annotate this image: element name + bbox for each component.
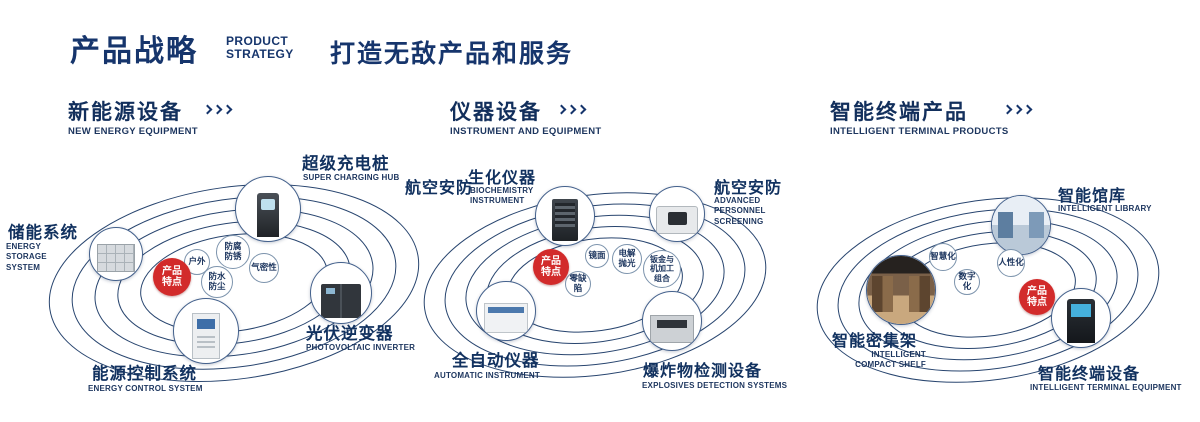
section-title-instruments: 仪器设备: [450, 101, 542, 124]
library-room-icon: [992, 196, 1050, 254]
screening-machine-icon: [656, 206, 698, 234]
product-features-badge: 产品特点: [1019, 279, 1055, 315]
feature-bubble-zero-defect: 零缺陷: [565, 271, 591, 297]
feature-bubble-electropolish: 电解抛光: [612, 244, 642, 274]
feature-bubble-anticorrosion: 防腐防锈: [216, 235, 250, 269]
product-label-compact-shelf: 智能密集架: [832, 333, 918, 350]
page-title: 产品战略: [70, 35, 198, 68]
product-image-personnel-screening: [649, 186, 705, 242]
product-sublabel-energy-storage: ENERGY STORAGE SYSTEM: [6, 242, 47, 272]
product-image-terminal-equipment: [1051, 288, 1111, 348]
feature-bubble-mirror: 镜面: [585, 244, 609, 268]
product-image-explosives-detection: [642, 291, 702, 351]
label-aviation-security-left: 航空安防: [405, 180, 474, 197]
product-label-automatic-instrument: 全自动仪器: [452, 352, 540, 370]
product-features-badge: 产品特点: [533, 249, 569, 285]
product-sublabel-energy-control: ENERGY CONTROL SYSTEM: [88, 384, 203, 393]
product-sublabel-pv-inverter: PHOTOVOLTAIC INVERTER: [306, 343, 416, 352]
product-sublabel-compact-shelf: INTELLIGENT COMPACT SHELF: [855, 350, 926, 370]
product-label-pv-inverter: 光伏逆变器: [306, 325, 394, 343]
product-label-super-charging-hub: 超级充电桩: [302, 155, 390, 173]
feature-bubble-waterproof: 防水防尘: [201, 266, 233, 298]
product-sublabel-automatic-instrument: AUTOMATIC INSTRUMENT: [434, 371, 540, 380]
product-image-automatic-instrument: [476, 281, 536, 341]
control-cabinet-icon: [192, 313, 220, 359]
product-label-intelligent-library: 智能馆库: [1058, 188, 1127, 205]
section-subtitle-new-energy: NEW ENERGY EQUIPMENT: [68, 126, 198, 137]
product-sublabel-super-charging-hub: SUPER CHARGING HUB: [303, 173, 400, 182]
section-title-intelligent-terminal: 智能终端产品: [830, 101, 968, 124]
feature-bubble-sheetmetal: 钣金与机加工组合: [643, 250, 681, 288]
instrument-rack-icon: [552, 199, 578, 241]
product-label-energy-storage: 储能系统: [8, 224, 78, 242]
product-image-super-charging-hub: [235, 176, 301, 242]
inverter-icon: [321, 284, 361, 318]
page-title-en-line2: STRATEGY: [226, 47, 294, 62]
product-sublabel-personnel-screening: ADVANCED PERSONNEL SCREENING: [714, 196, 766, 226]
page-title-en-line1: PRODUCT: [226, 34, 289, 48]
feature-bubble-intelligent: 智慧化: [929, 243, 957, 271]
product-sublabel-intelligent-library: INTELLIGENT LIBRARY: [1058, 204, 1152, 213]
storage-cabinet-icon: [97, 244, 135, 272]
product-label-biochemistry-instrument: 生化仪器: [468, 170, 537, 187]
product-features-badge: 产品特点: [153, 258, 191, 296]
section-title-new-energy: 新能源设备: [68, 101, 183, 124]
product-image-biochemistry-instrument: [535, 186, 595, 246]
kiosk-icon: [1067, 299, 1095, 343]
triple-chevron-icon: [1002, 104, 1033, 115]
product-sublabel-biochemistry-instrument: BIOCHEMISTRY INSTRUMENT: [470, 186, 534, 206]
section-subtitle-intelligent-terminal: INTELLIGENT TERMINAL PRODUCTS: [830, 126, 1009, 137]
feature-bubble-airtightness: 气密性: [249, 253, 279, 283]
slogan: 打造无敌产品和服务: [330, 40, 574, 68]
product-image-compact-shelf: [866, 255, 936, 325]
product-label-energy-control: 能源控制系统: [92, 365, 197, 383]
product-image-energy-control: [173, 298, 239, 364]
page-title-en: PRODUCT STRATEGY: [226, 34, 294, 62]
product-sublabel-terminal-equipment: INTELLIGENT TERMINAL EQUIPMENT: [1030, 383, 1182, 392]
product-image-pv-inverter: [310, 262, 372, 324]
product-image-intelligent-library: [991, 195, 1051, 255]
shelf-room-icon: [867, 256, 935, 324]
feature-bubble-humanized: 人性化: [997, 249, 1025, 277]
product-label-personnel-screening: 航空安防: [714, 180, 783, 197]
triple-chevron-icon: [202, 104, 233, 115]
product-label-terminal-equipment: 智能终端设备: [1038, 366, 1141, 383]
section-subtitle-instruments: INSTRUMENT AND EQUIPMENT: [450, 126, 602, 137]
automatic-instrument-icon: [484, 303, 528, 333]
product-image-energy-storage: [89, 227, 143, 281]
triple-chevron-icon: [556, 104, 587, 115]
orbit-rings-intelligent-terminal: [816, 197, 1160, 383]
product-label-explosives-detection: 爆炸物检测设备: [643, 363, 763, 380]
charging-pile-icon: [257, 193, 279, 237]
feature-bubble-digitized: 数字化: [954, 269, 980, 295]
detection-machine-icon: [650, 315, 694, 343]
product-sublabel-explosives-detection: EXPLOSIVES DETECTION SYSTEMS: [642, 381, 788, 390]
